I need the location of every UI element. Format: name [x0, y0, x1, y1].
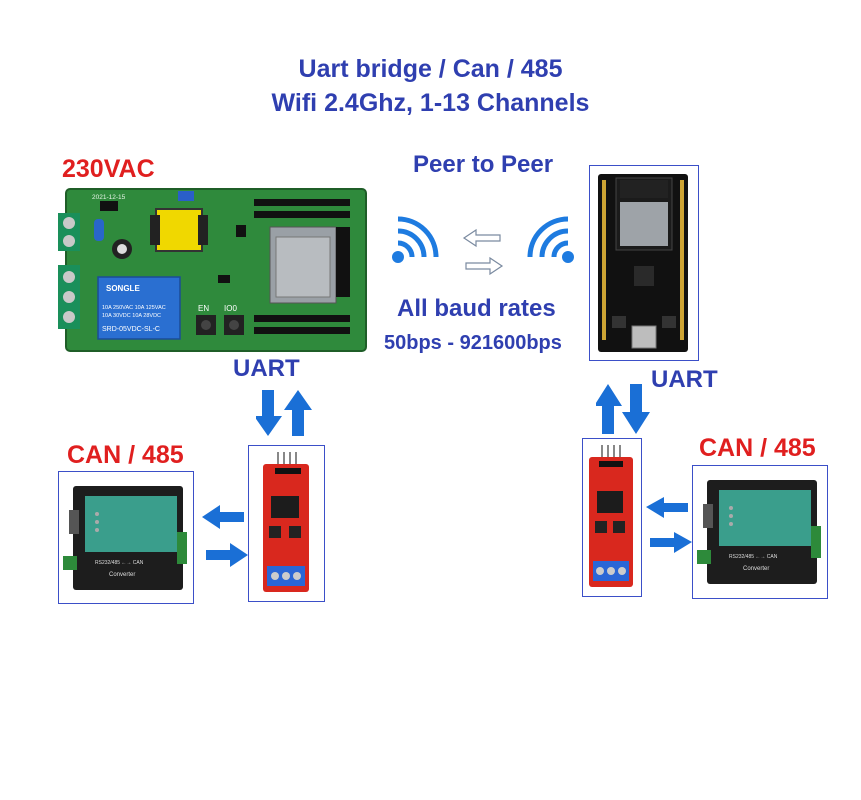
left-can-485-label: CAN / 485 — [67, 441, 184, 469]
relay-rating-2: 10A 30VDC 10A 28VDC — [102, 313, 161, 319]
left-transceiver-image — [248, 445, 325, 602]
left-side-arrows-icon — [202, 505, 248, 567]
button-en-label: EN — [198, 304, 209, 313]
relay-model: SRD-05VDC-SL-C — [102, 326, 160, 333]
relay-brand: SONGLE — [106, 284, 140, 293]
board-date: 2021-12-15 — [92, 194, 126, 201]
left-uart-label: UART — [233, 355, 300, 382]
right-converter-port-label: RS232/485 ←→ CAN — [729, 554, 778, 560]
right-uart-label: UART — [651, 366, 718, 393]
left-can-converter-image: RS232/485 ←→ CAN Converter — [58, 471, 194, 604]
voltage-label: 230VAC — [62, 155, 155, 183]
title-line-2: Wifi 2.4Ghz, 1-13 Channels — [271, 89, 590, 117]
baud-range-label: 50bps - 921600bps — [384, 332, 562, 354]
esp32-devkit-image — [589, 165, 699, 361]
left-uart-arrows-icon — [256, 390, 316, 436]
right-can-485-label: CAN / 485 — [699, 434, 816, 462]
relay-rating-1: 10A 250VAC 10A 125VAC — [102, 305, 166, 311]
right-transceiver-image — [582, 438, 642, 597]
button-io0-label: IO0 — [224, 304, 237, 313]
exchange-arrows-icon — [462, 228, 504, 276]
wifi-left-icon — [386, 205, 446, 269]
left-converter-name: Converter — [109, 572, 135, 578]
baud-rates-label: All baud rates — [397, 295, 556, 322]
peer-to-peer-label: Peer to Peer — [413, 151, 554, 178]
right-uart-arrows-icon — [596, 384, 656, 434]
relay-board-image: SONGLE 10A 250VAC 10A 125VAC 10A 30VDC 1… — [58, 185, 370, 357]
right-side-arrows-icon — [646, 497, 692, 553]
right-converter-name: Converter — [743, 566, 769, 572]
left-converter-port-label: RS232/485 ←→ CAN — [95, 560, 144, 566]
right-can-converter-image: RS232/485 ←→ CAN Converter — [692, 465, 828, 599]
wifi-right-icon — [520, 205, 580, 269]
title-line-1: Uart bridge / Can / 485 — [298, 55, 563, 83]
